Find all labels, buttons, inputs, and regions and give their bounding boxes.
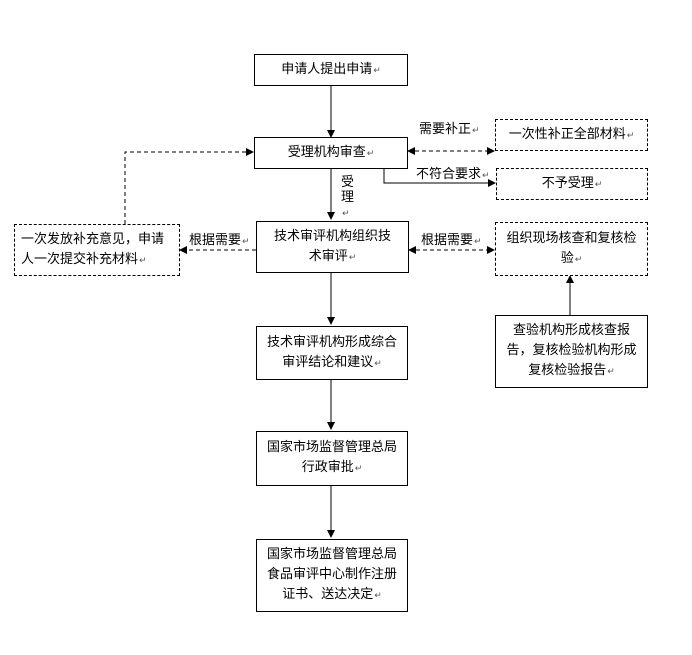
edge-label-as-needed-left: 根据需要↵ — [189, 233, 250, 250]
return-mark: ↵ — [139, 255, 147, 266]
return-mark: ↵ — [607, 367, 615, 377]
edge-label-as-needed-right-text: 根据需要 — [421, 233, 474, 248]
node-conclusion-text: 技术审评机构形成综合审评结论和建议 — [266, 334, 397, 370]
edge-label-as-needed-right: 根据需要↵ — [421, 233, 482, 250]
return-mark: ↵ — [342, 209, 350, 219]
node-approval-text: 国家市场监督管理总局行政审批 — [266, 440, 397, 475]
node-inspection-report-text: 查验机构形成核查报告，复核检验机构形成复核检验报告 — [506, 323, 637, 378]
return-mark: ↵ — [472, 126, 480, 136]
node-reject-text: 不予受理 — [541, 175, 594, 191]
node-review-text: 受理机构审查 — [287, 144, 366, 160]
node-review: 受理机构审查↵ — [254, 137, 408, 169]
node-certificate-text: 国家市场监督管理总局食品审评中心制作注册证书、送达决定 — [266, 547, 397, 602]
node-one-time-notice: 一次发放补充意见，申请人一次提交补充材料↵ — [14, 224, 180, 276]
edge-label-accepted-text: 受理 — [341, 175, 355, 205]
edge-label-needs-correction-text: 需要补正 — [419, 122, 472, 137]
node-certificate: 国家市场监督管理总局食品审评中心制作注册证书、送达决定↵ — [256, 539, 408, 612]
arrow-notice-to-review — [124, 148, 254, 224]
node-one-time-notice-text: 一次发放补充意见，申请人一次提交补充材料 — [21, 231, 165, 267]
edge-label-as-needed-left-text: 根据需要 — [189, 233, 242, 248]
node-supplement-all: 一次性补正全部材料↵ — [495, 119, 648, 151]
return-mark: ↵ — [242, 237, 250, 247]
return-mark: ↵ — [348, 252, 357, 263]
node-approval: 国家市场监督管理总局行政审批↵ — [256, 431, 408, 486]
return-mark: ↵ — [594, 179, 603, 190]
return-mark: ↵ — [574, 254, 583, 265]
return-mark: ↵ — [366, 148, 375, 159]
return-mark: ↵ — [373, 65, 381, 76]
node-onsite-check-text: 组织现场核查和复核检验 — [506, 230, 637, 266]
return-mark: ↵ — [474, 237, 482, 247]
node-tech-review: 技术审评机构组织技术审评↵ — [256, 221, 409, 273]
node-conclusion: 技术审评机构形成综合审评结论和建议↵ — [256, 326, 408, 380]
return-mark: ↵ — [374, 591, 382, 601]
node-apply: 申请人提出申请↵ — [254, 54, 408, 86]
return-mark: ↵ — [626, 130, 635, 141]
edge-label-needs-correction: 需要补正↵ — [419, 122, 480, 139]
return-mark: ↵ — [354, 464, 363, 474]
return-mark: ↵ — [374, 358, 382, 369]
node-inspection-report: 查验机构形成核查报告，复核检验机构形成复核检验报告↵ — [495, 315, 648, 388]
node-reject: 不予受理↵ — [496, 168, 648, 200]
edge-label-accepted: 受理 ↵ — [341, 175, 355, 222]
return-mark: ↵ — [482, 171, 490, 181]
node-supplement-all-text: 一次性补正全部材料 — [508, 126, 626, 142]
arrow-review-reject — [383, 169, 496, 187]
node-onsite-check: 组织现场核查和复核检验↵ — [495, 222, 648, 276]
node-tech-review-text: 技术审评机构组织技术审评 — [273, 228, 391, 264]
node-apply-text: 申请人提出申请 — [281, 61, 373, 77]
edge-label-not-compliant: 不符合要求↵ — [416, 167, 490, 184]
edge-label-not-compliant-text: 不符合要求 — [416, 167, 482, 182]
